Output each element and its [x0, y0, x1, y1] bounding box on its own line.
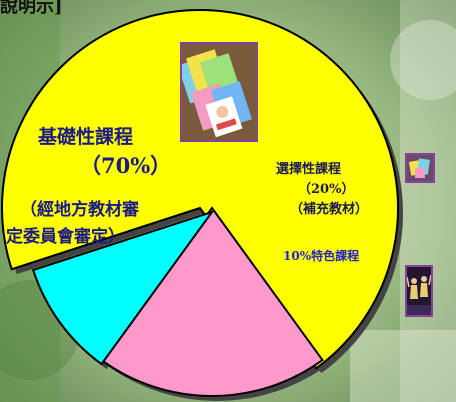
slice-percent-foundation: （70%） [80, 153, 172, 178]
slice-note-elective: （補充教材） [290, 202, 369, 217]
slice-label-elective: 選擇性課程 [276, 162, 342, 177]
pie-slice-1 [100, 206, 324, 397]
title-fragment: 說明示] [0, 0, 63, 17]
textbooks-photo [405, 153, 435, 183]
pie-slice-0 [1, 9, 399, 370]
pie-slice-2 [31, 210, 215, 366]
slice-percent-elective: （20%） [298, 182, 355, 197]
slice-label-feature: 10%特色課程 [283, 249, 360, 263]
slice-note-foundation-line1: （經地方教材審 [20, 200, 139, 220]
dancers-photo [405, 265, 433, 317]
slice-label-foundation: 基礎性課程 [38, 126, 134, 148]
slice-note-foundation-line2: 定委員會審定） [6, 227, 125, 247]
textbook-stack-photo [180, 42, 258, 142]
